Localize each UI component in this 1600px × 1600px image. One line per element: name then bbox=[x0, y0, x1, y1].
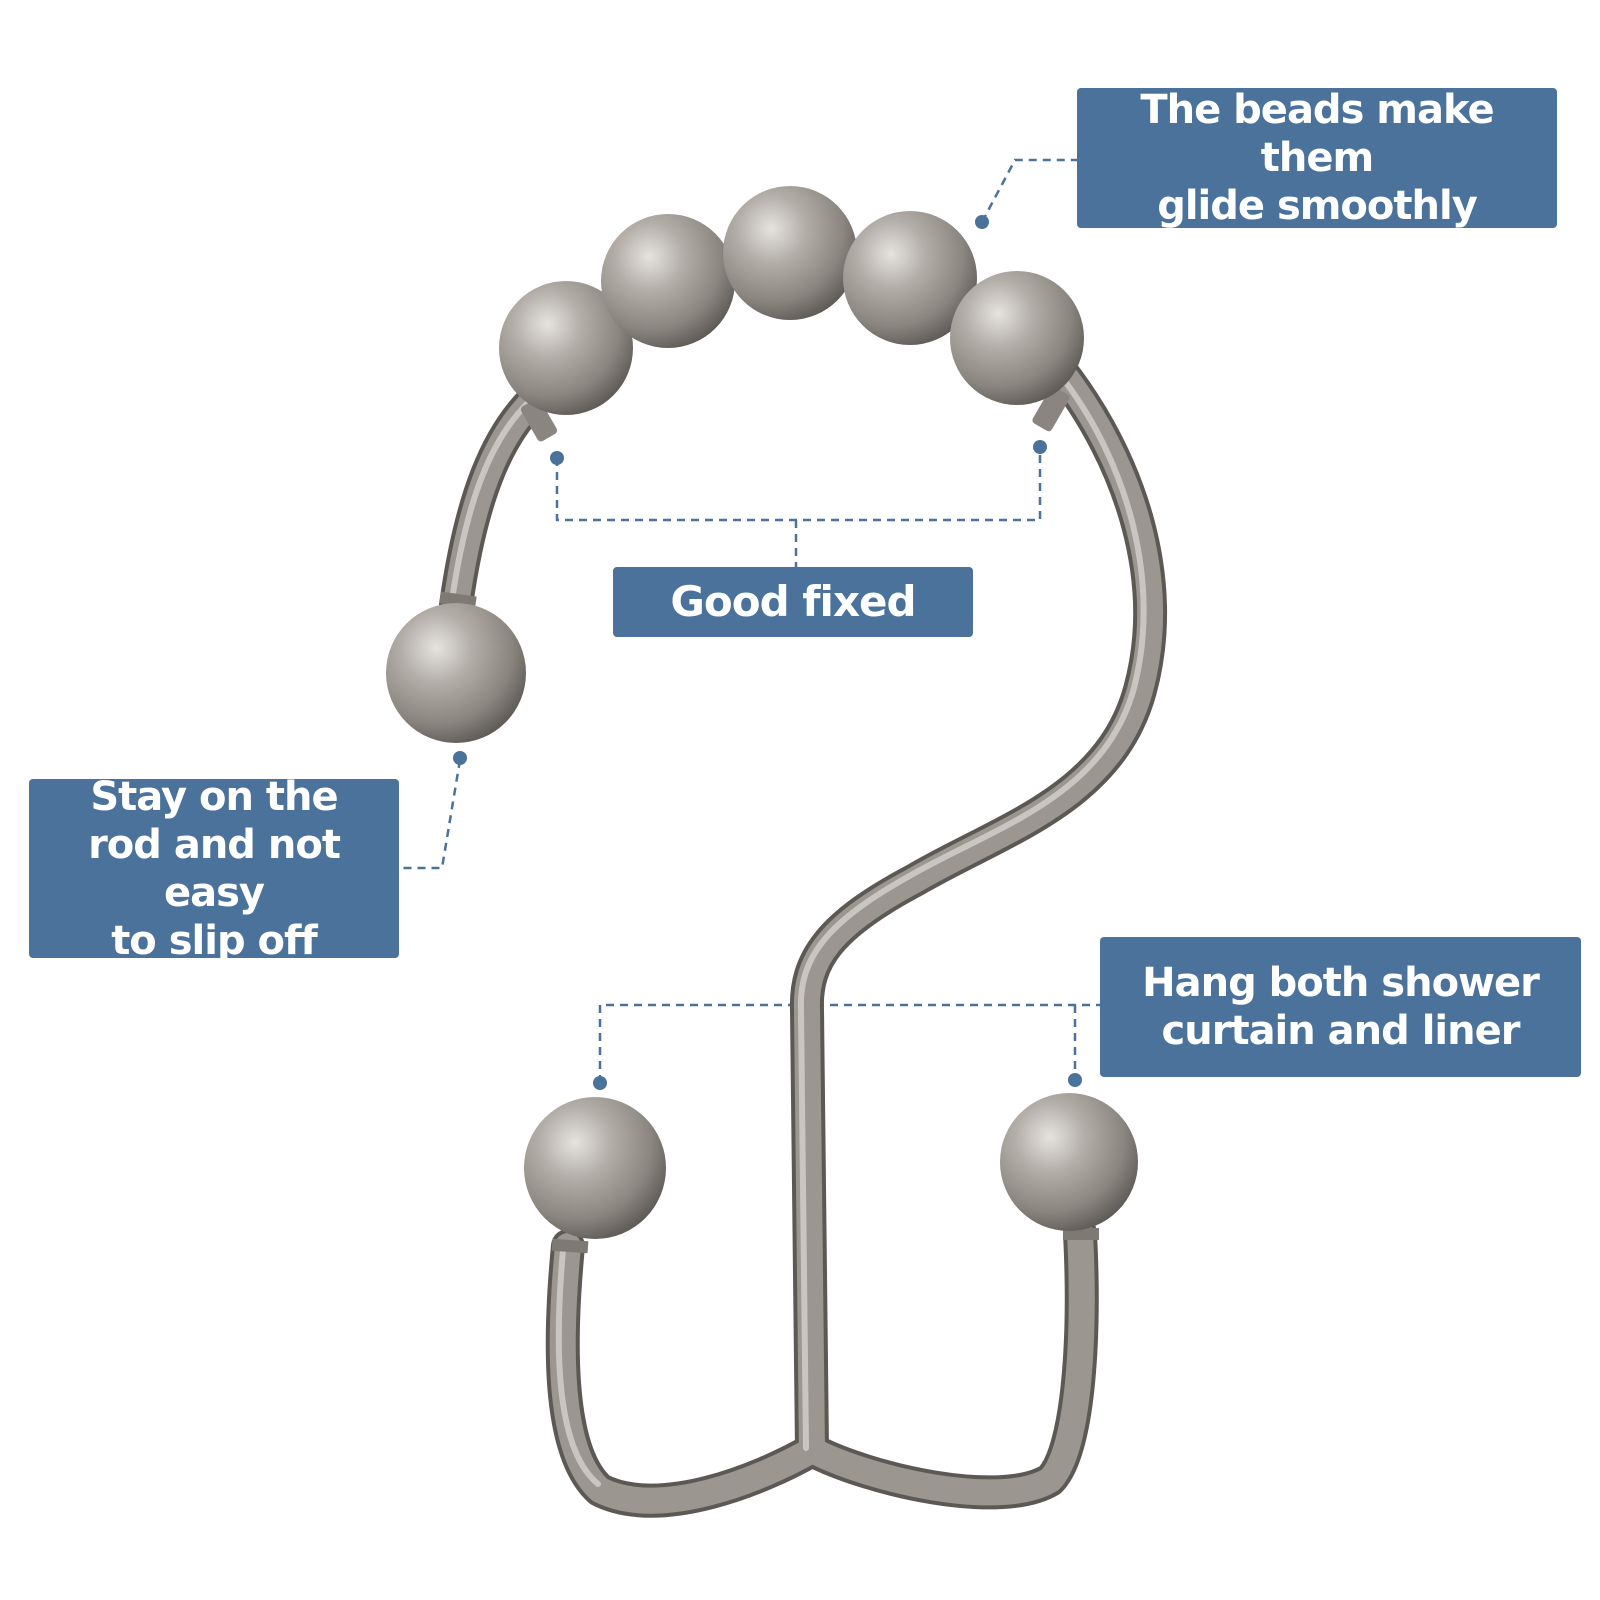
leader-dots bbox=[453, 215, 1082, 1090]
leader-dot-beads bbox=[975, 215, 989, 229]
callout-good-fixed: Good fixed bbox=[613, 567, 973, 637]
callout-beads-glide: The beads make them glide smoothly bbox=[1077, 87, 1557, 229]
leader-dot-fixed-left bbox=[550, 451, 564, 465]
callout-stay-on-rod: Stay on the rod and not easy to slip off bbox=[29, 774, 399, 964]
leader-lines bbox=[399, 158, 1100, 1083]
callout-fixed-line-1: Good fixed bbox=[670, 577, 916, 626]
leader-line-fixed bbox=[555, 447, 1042, 522]
end-cap-right-bottom bbox=[1063, 1228, 1099, 1240]
leader-dot-fixed-right bbox=[1033, 440, 1047, 454]
bead bbox=[950, 271, 1084, 405]
leader-line-rod bbox=[399, 759, 462, 870]
bead bbox=[499, 281, 633, 415]
leader-dot-hang-right bbox=[1068, 1073, 1082, 1087]
end-cap-bead-left bbox=[520, 398, 558, 442]
bead bbox=[723, 186, 857, 320]
leader-line-hang bbox=[598, 1003, 1100, 1083]
end-ball-bottom-left bbox=[524, 1097, 666, 1239]
callout-rod-line-3: to slip off bbox=[111, 917, 318, 964]
callout-beads-line-2: glide smoothly bbox=[1157, 183, 1478, 229]
callout-rod-line-2: rod and not easy bbox=[88, 821, 341, 916]
callout-hang-line-1: Hang both shower bbox=[1142, 960, 1540, 1006]
callout-hang-line-2: curtain and liner bbox=[1161, 1008, 1521, 1054]
bead bbox=[601, 214, 735, 348]
end-balls bbox=[386, 603, 1138, 1239]
end-cap-left-bottom bbox=[551, 1238, 589, 1254]
glide-beads bbox=[499, 186, 1084, 415]
end-ball-top-left bbox=[386, 603, 526, 743]
end-cap-bead-right bbox=[1032, 386, 1070, 432]
hook-wire bbox=[439, 353, 1168, 1518]
bead bbox=[843, 211, 977, 345]
leader-dot-rod bbox=[453, 751, 467, 765]
leader-line-beads bbox=[980, 158, 1077, 223]
callout-rod-line-1: Stay on the bbox=[90, 773, 338, 820]
end-ball-bottom-right bbox=[1000, 1093, 1138, 1231]
leader-dot-hang-left bbox=[593, 1076, 607, 1090]
callout-beads-line-1: The beads make them bbox=[1140, 87, 1494, 181]
callout-hang-curtain-liner: Hang both shower curtain and liner bbox=[1100, 937, 1581, 1077]
